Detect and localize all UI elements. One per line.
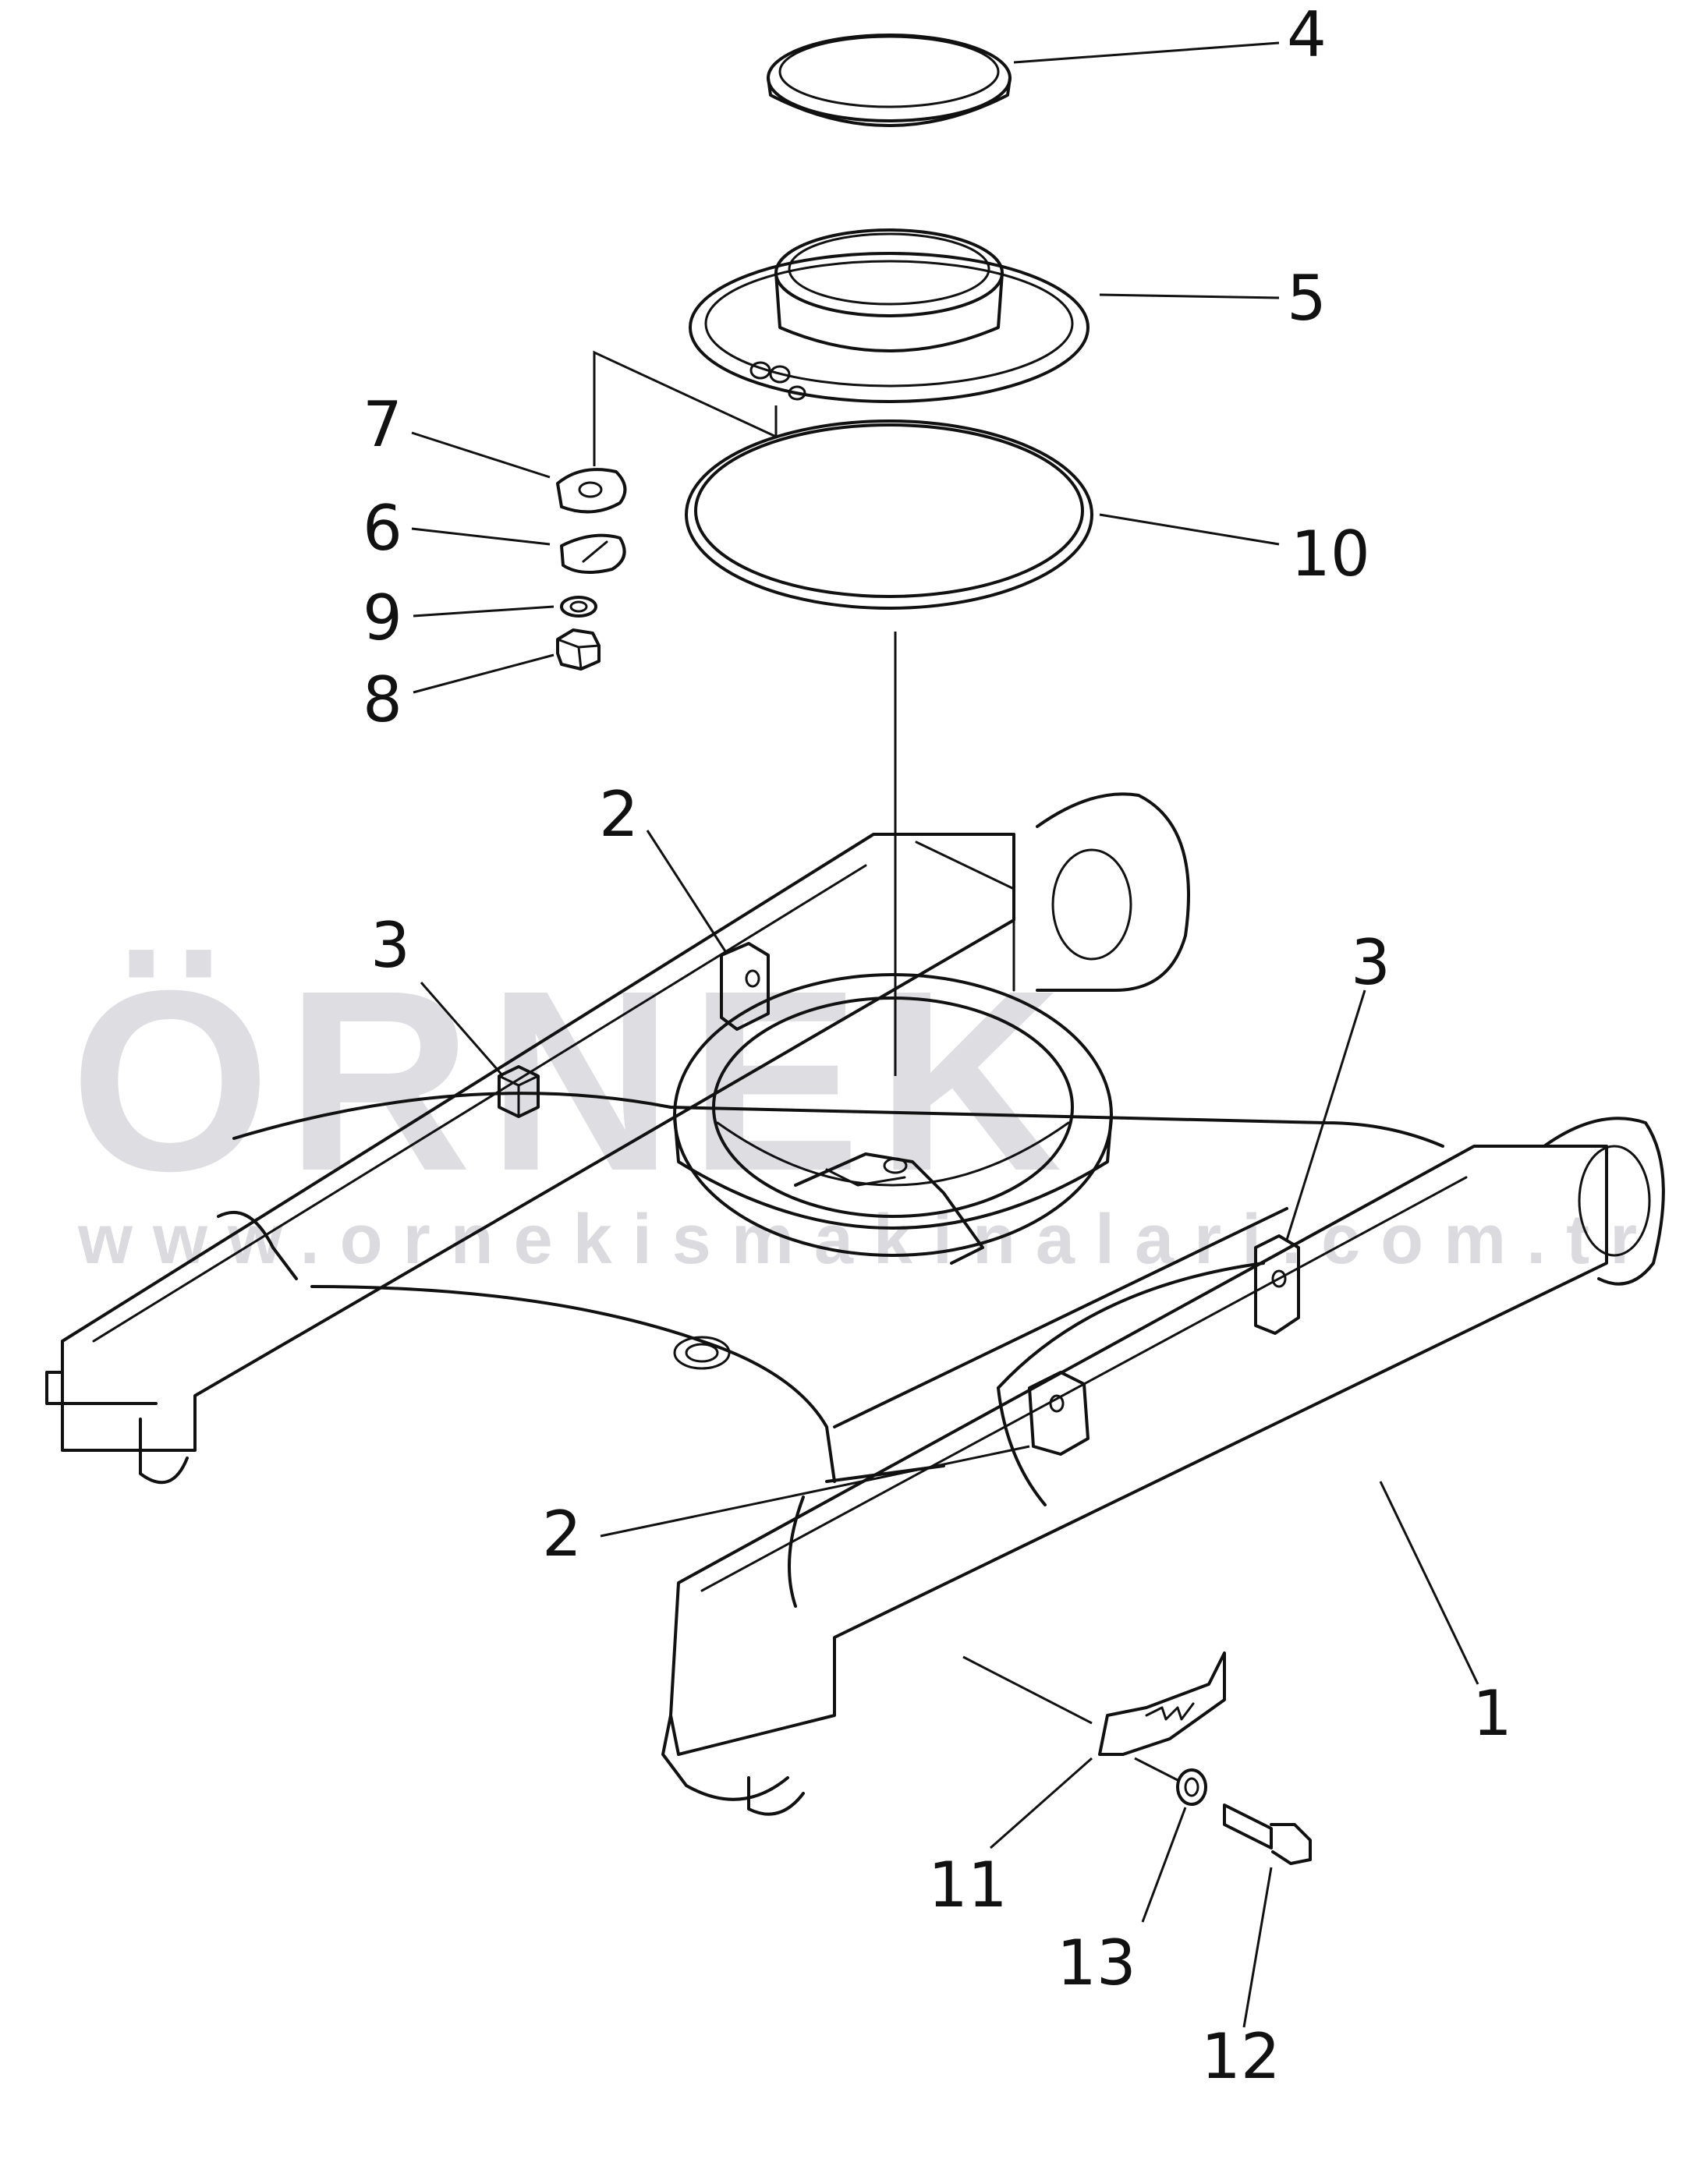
callout-10: 10 — [1291, 518, 1370, 590]
callout-labels: 4 5 7 6 10 9 8 2 3 3 2 1 11 13 12 — [363, 0, 1512, 2093]
part-4-cover-ring — [767, 34, 1012, 127]
part-10-o-ring — [685, 419, 1093, 610]
part-3-block-right — [1254, 1234, 1300, 1335]
assembly-line-13 — [1134, 1757, 1178, 1782]
part-1-track-frame — [45, 792, 1665, 1816]
callout-12: 12 — [1201, 2020, 1281, 2093]
assembly-line-7 — [593, 350, 778, 466]
part-6-plate — [560, 533, 626, 574]
part-13-washer — [1176, 1768, 1207, 1806]
callout-1: 1 — [1472, 1677, 1512, 1750]
callout-11: 11 — [928, 1849, 1008, 1921]
part-2-bracket-upper — [720, 942, 770, 1031]
callout-5: 5 — [1287, 262, 1327, 335]
leader-lines — [411, 41, 1479, 2028]
callout-13: 13 — [1057, 1927, 1136, 1999]
part-3-block-left — [498, 1065, 540, 1118]
watermark-url: www.ornekismakinalari.com.tr — [77, 1201, 1657, 1279]
part-9-washer — [560, 596, 597, 618]
callout-3-right: 3 — [1351, 926, 1391, 999]
part-12-bolt — [1223, 1803, 1312, 1865]
assembly-line-11 — [962, 1655, 1093, 1725]
part-7-plate — [556, 468, 627, 514]
callout-7: 7 — [363, 388, 402, 461]
callout-2-lower: 2 — [542, 1498, 582, 1570]
callout-6: 6 — [363, 492, 402, 565]
callout-4: 4 — [1287, 0, 1327, 71]
part-5-plate — [689, 228, 1090, 403]
callout-3-left: 3 — [370, 909, 410, 982]
part-8-nut — [556, 628, 601, 671]
watermark-brand: ÖRNEK — [70, 936, 1078, 1224]
swing-circle — [673, 973, 1113, 1265]
part-11-guard — [1098, 1651, 1226, 1756]
callout-9: 9 — [363, 582, 402, 654]
watermark: ÖRNEK www.ornekismakinalari.com.tr — [70, 936, 1657, 1279]
part-2-bracket-lower — [1028, 1371, 1090, 1456]
callout-8: 8 — [363, 664, 402, 736]
callout-2-upper: 2 — [599, 778, 639, 851]
